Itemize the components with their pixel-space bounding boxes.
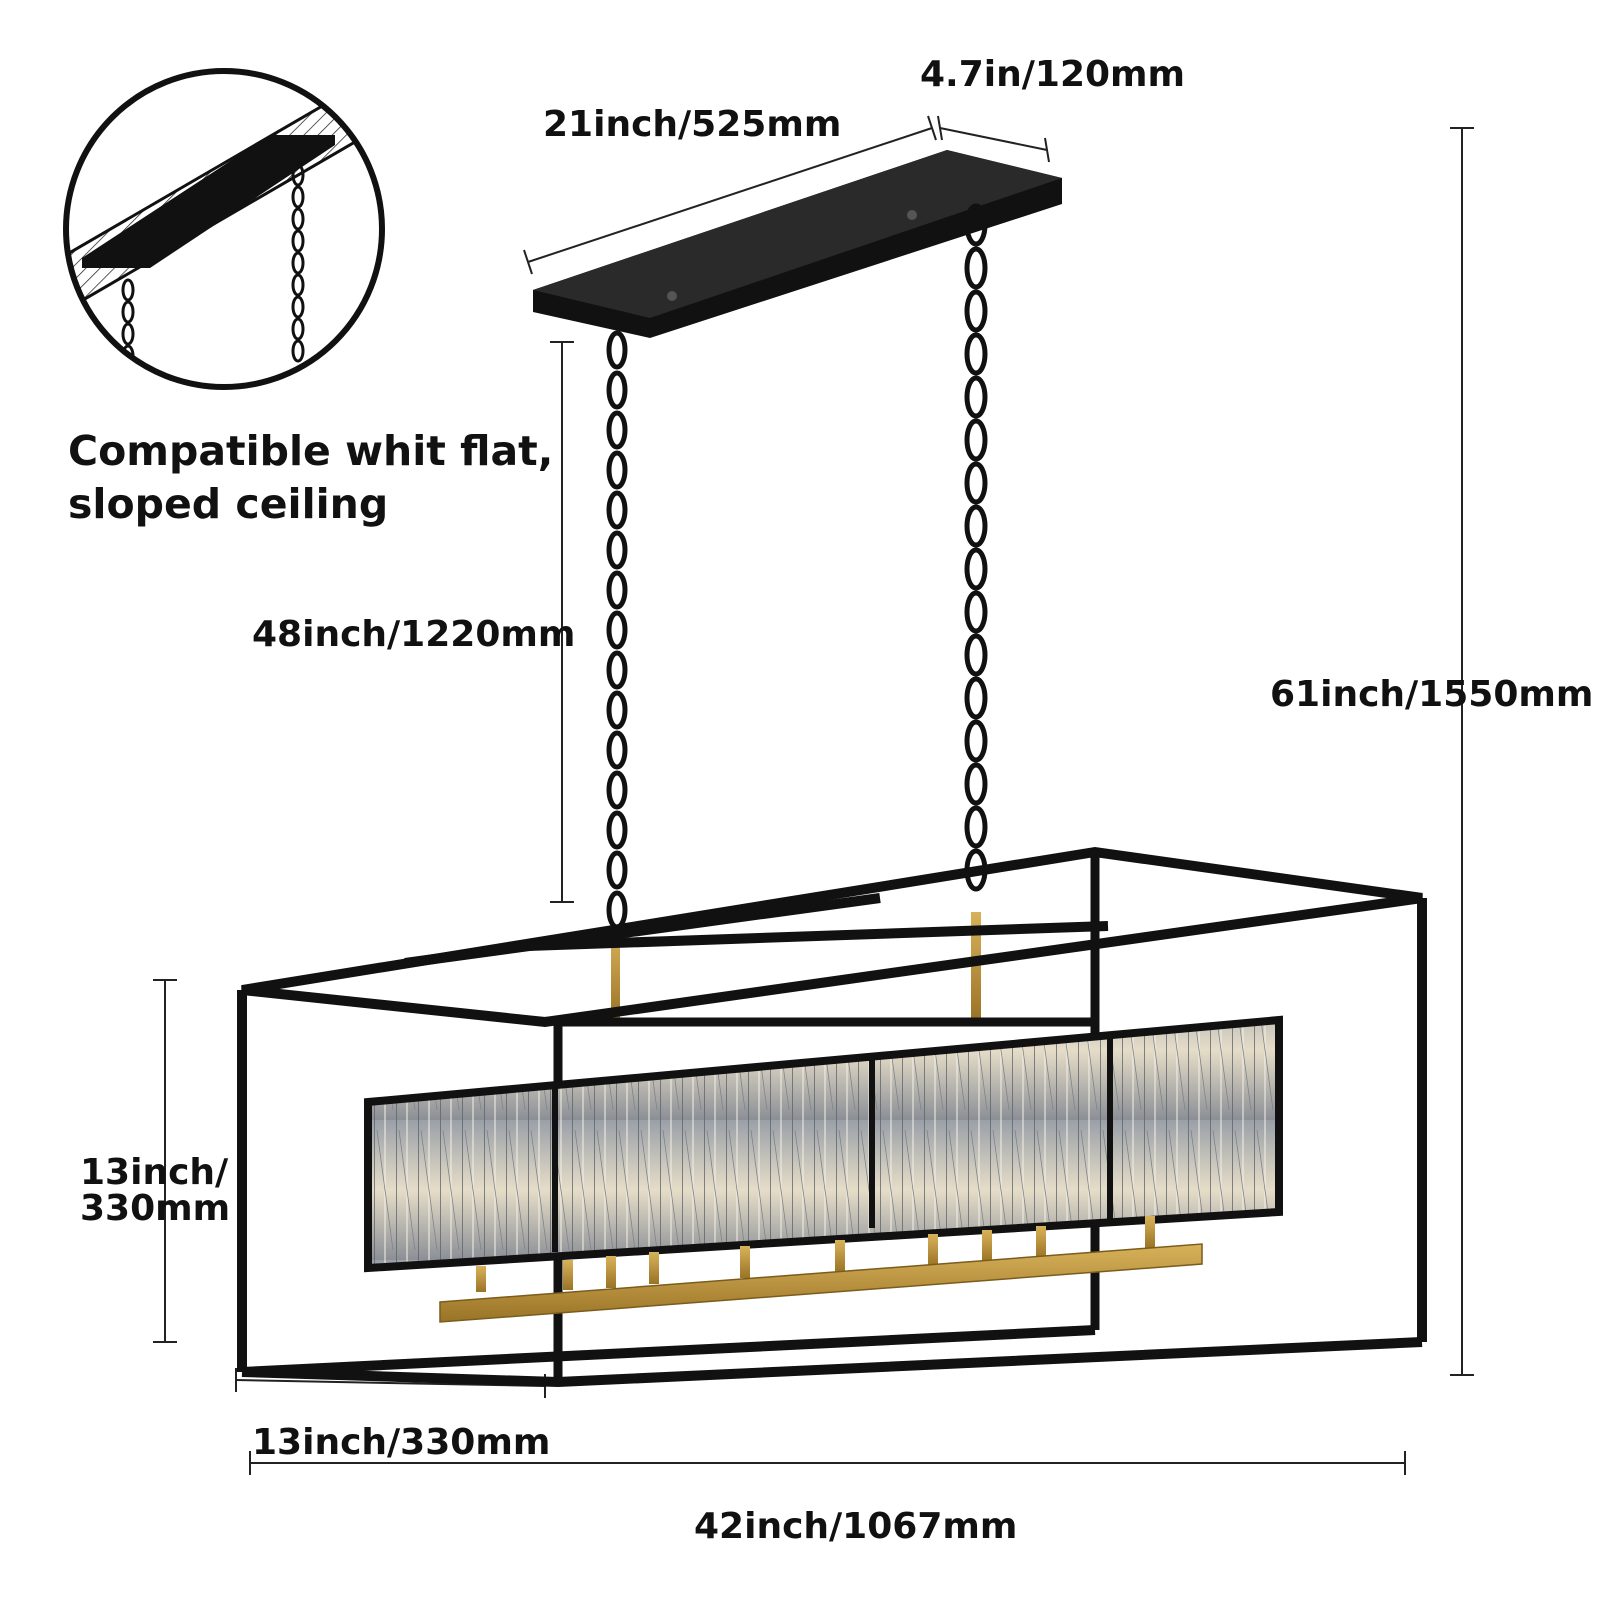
brass-bar (439, 1243, 1203, 1323)
dimension-lines (153, 115, 1474, 1475)
chain-length-label: 48inch/1220mm (252, 614, 575, 655)
caption-line-2: sloped ceiling (68, 480, 389, 528)
frame-length-label: 42inch/1067mm (694, 1506, 1017, 1547)
caption-line-1: Compatible whit flat, (68, 427, 554, 475)
chandelier-illustration (237, 150, 1427, 1388)
plate-length-line (527, 127, 933, 263)
frame-depth-line (235, 1379, 546, 1387)
frame-depth-label: 13inch/330mm (252, 1422, 550, 1463)
plate-width-line (939, 127, 1048, 151)
frame-height-label-line2: 330mm (80, 1188, 230, 1229)
candle-holders (476, 1216, 1155, 1292)
total-height-label: 61inch/1550mm (1270, 674, 1593, 715)
plate-length-label: 21inch/525mm (543, 104, 841, 145)
sloped-ceiling-mount-icon (63, 68, 385, 390)
crystal-shade (364, 1015, 1283, 1273)
outer-frame-front (237, 846, 1427, 1388)
ceiling-compatibility-caption: Compatible whit flat, sloped ceiling (68, 425, 588, 531)
suspension-chains (606, 203, 988, 930)
frame-height-label-line1: 13inch/ (80, 1152, 229, 1193)
plate-width-label: 4.7in/120mm (920, 54, 1185, 95)
ceiling-plate (533, 150, 1062, 338)
